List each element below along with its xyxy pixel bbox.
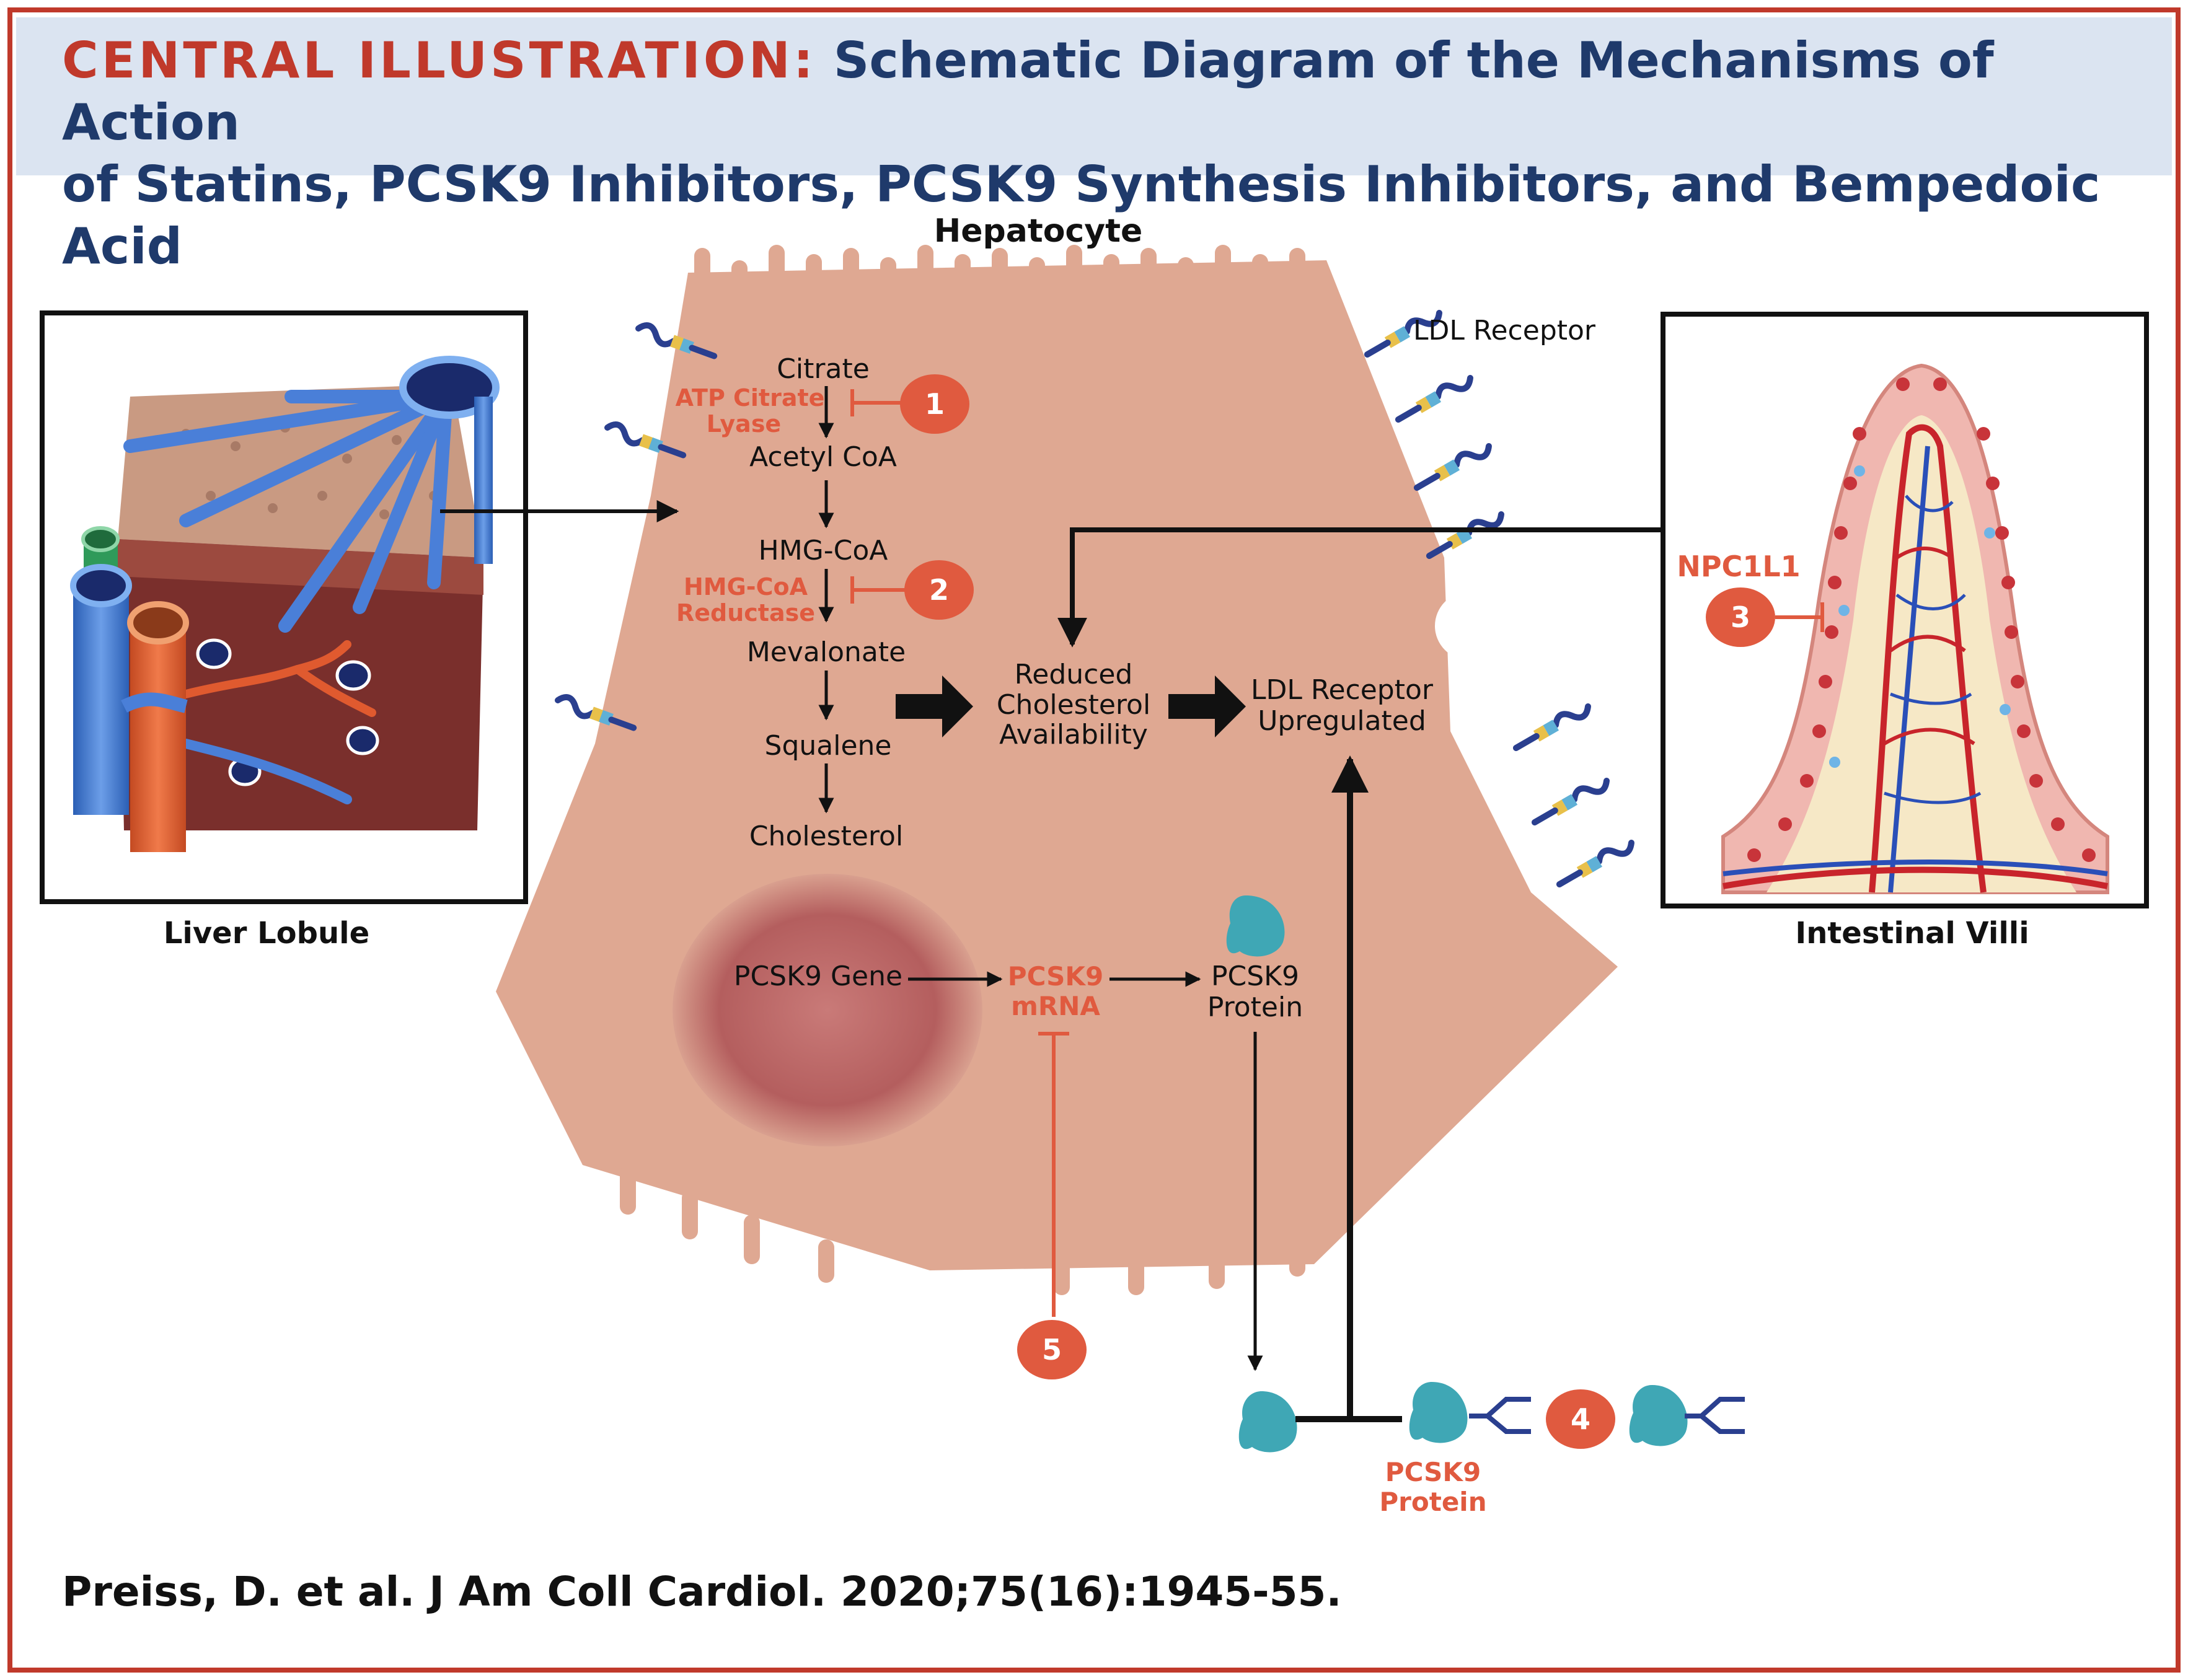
thick-arrow-2 bbox=[1168, 675, 1246, 737]
hmg-coa-reductase-label-2: Reductase bbox=[676, 599, 815, 627]
marker-2-label: 2 bbox=[929, 573, 949, 607]
title-tag: CENTRAL ILLUSTRATION: bbox=[62, 32, 816, 89]
marker-4 bbox=[1546, 1389, 1615, 1449]
npc1l1-label: NPC1L1 bbox=[1677, 550, 1800, 583]
title-line-2: of Statins, PCSK9 Inhibitors, PCSK9 Synt… bbox=[62, 156, 2101, 275]
marker-5 bbox=[1017, 1320, 1087, 1379]
marker-2 bbox=[904, 560, 974, 620]
bound-pcsk9-icon-2 bbox=[1629, 1385, 1688, 1446]
pcsk9-mrna-label-1: PCSK9 bbox=[1008, 961, 1103, 992]
liver-lobule-illustration bbox=[40, 310, 528, 904]
ldl-receptor-label: LDL Receptor bbox=[1413, 315, 1596, 346]
intestinal-villi-label: Intestinal Villi bbox=[1795, 916, 2029, 951]
reduced-label-2: Cholesterol bbox=[997, 689, 1150, 721]
marker-4-label: 4 bbox=[1571, 1402, 1590, 1436]
inhibition-bar-2 bbox=[850, 576, 905, 604]
citation: Preiss, D. et al. J Am Coll Cardiol. 202… bbox=[62, 1568, 1342, 1616]
citrate-label: Citrate bbox=[777, 353, 870, 385]
extracellular-pcsk9-icon bbox=[1238, 1391, 1297, 1453]
cholesterol-label: Cholesterol bbox=[749, 820, 903, 852]
pcsk9-mrna-label-2: mRNA bbox=[1011, 991, 1100, 1021]
inhibition-bar-1 bbox=[850, 389, 905, 416]
inhibition-bar-3 bbox=[1775, 602, 1824, 632]
reduced-label-3: Availability bbox=[999, 719, 1148, 750]
hepatocyte-cell bbox=[496, 245, 1618, 1295]
atp-citrate-lyase-label-1: ATP Citrate bbox=[676, 384, 825, 411]
antibody-2 bbox=[1685, 1397, 1745, 1434]
ldl-receptors bbox=[555, 310, 1634, 887]
marker-5-label: 5 bbox=[1042, 1333, 1062, 1366]
atp-citrate-lyase-label-2: Lyase bbox=[707, 410, 781, 438]
acetyl-coa-label: Acetyl CoA bbox=[749, 441, 897, 473]
squalene-label: Squalene bbox=[765, 730, 892, 762]
pcsk9-gene-label: PCSK9 Gene bbox=[734, 961, 902, 992]
marker-3-label: 3 bbox=[1731, 600, 1750, 634]
upregulated-label-2: Upregulated bbox=[1258, 705, 1426, 737]
extracellular-pcsk9-label-2: Protein bbox=[1379, 1487, 1486, 1517]
pcsk9-protein-label-1: PCSK9 bbox=[1211, 961, 1299, 992]
bound-pcsk9-icon bbox=[1409, 1382, 1468, 1443]
antibody-1 bbox=[1469, 1397, 1531, 1434]
marker-1 bbox=[900, 374, 969, 434]
thick-arrow-1 bbox=[896, 675, 973, 737]
marker-3 bbox=[1706, 587, 1775, 647]
hepatocyte-label: Hepatocyte bbox=[934, 213, 1143, 250]
extracellular-pcsk9-label-1: PCSK9 bbox=[1385, 1457, 1481, 1487]
outer-border bbox=[7, 7, 2181, 1673]
hmg-coa-label: HMG-CoA bbox=[759, 535, 888, 566]
nucleus bbox=[673, 874, 982, 1146]
marker-1-label: 1 bbox=[925, 387, 945, 421]
upregulated-label-1: LDL Receptor bbox=[1251, 674, 1434, 706]
page-title: CENTRAL ILLUSTRATION: Schematic Diagram … bbox=[62, 30, 2157, 278]
pcsk9-protein-icon bbox=[1226, 895, 1285, 957]
mevalonate-label: Mevalonate bbox=[747, 636, 906, 668]
reduced-label-1: Reduced bbox=[1015, 659, 1133, 690]
inhibition-bar-5 bbox=[1038, 1032, 1069, 1317]
title-line-1: Schematic Diagram of the Mechanisms of A… bbox=[62, 32, 1994, 151]
liver-lobule-label: Liver Lobule bbox=[164, 916, 369, 951]
header-band bbox=[16, 17, 2172, 175]
pcsk9-protein-label-2: Protein bbox=[1207, 992, 1303, 1023]
intestine-feedback-arrow bbox=[1057, 527, 1663, 648]
hmg-coa-reductase-label-1: HMG-CoA bbox=[684, 573, 808, 600]
